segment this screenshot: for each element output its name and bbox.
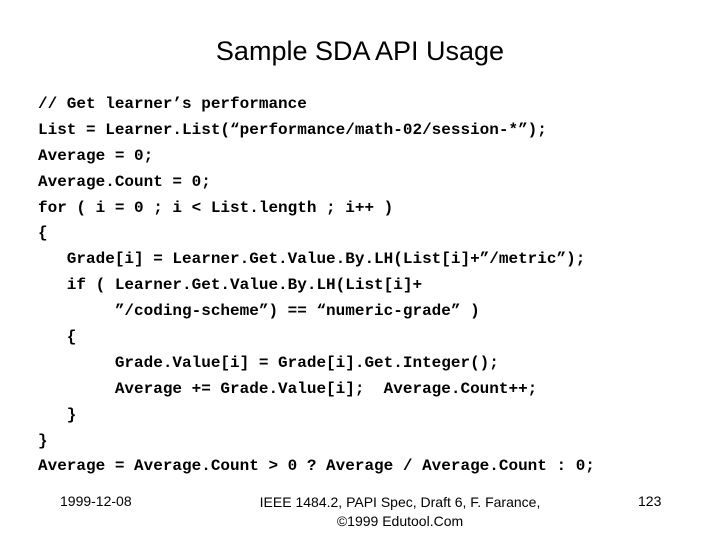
code-line: Average.Count = 0; (38, 172, 211, 191)
code-block: // Get learner’s performance List = Lear… (38, 92, 595, 480)
code-line: if ( Learner.Get.Value.By.LH(List[i]+ (38, 276, 423, 295)
code-line: Average = 0; (38, 146, 154, 165)
footer-source-line: IEEE 1484.2, PAPI Spec, Draft 6, F. Fara… (259, 494, 541, 510)
code-line: Grade[i] = Learner.Get.Value.By.LH(List[… (38, 250, 586, 269)
footer-copyright: ©1999 Edutool.Com (336, 513, 464, 529)
code-line: // Get learner’s performance (38, 95, 307, 113)
code-line: for ( i = 0 ; i < List.length ; i++ ) (38, 198, 394, 217)
page-number: 123 (638, 493, 662, 509)
code-line: List = Learner.List(“performance/math-02… (38, 120, 547, 139)
code-line: Grade.Value[i] = Grade[i].Get.Integer(); (38, 353, 499, 372)
code-line: Average += Grade.Value[i]; Average.Count… (38, 379, 538, 398)
slide-title: Sample SDA API Usage (215, 36, 505, 66)
code-line: } (38, 431, 48, 450)
code-line: { (38, 224, 48, 243)
code-line: { (38, 328, 77, 347)
code-line: ”/coding-scheme”) == “numeric-grade” ) (38, 302, 480, 321)
footer-source: IEEE 1484.2, PAPI Spec, Draft 6, F. Fara… (230, 493, 570, 531)
code-line: } (38, 405, 77, 424)
code-line: Average = Average.Count > 0 ? Average / … (38, 457, 595, 476)
footer-date: 1999-12-08 (60, 493, 132, 509)
